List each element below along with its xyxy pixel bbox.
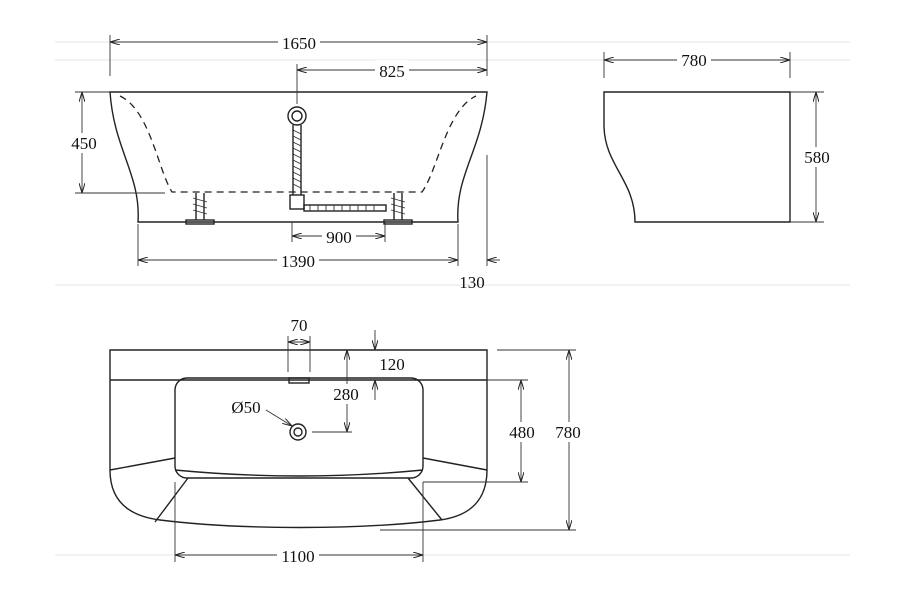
right-leg	[383, 193, 413, 225]
tub-outline-top	[109, 349, 488, 529]
dim-450: 450	[71, 134, 97, 153]
tub-outline-side	[603, 91, 791, 223]
tub-outline-front	[109, 91, 488, 223]
dim-drain-diameter: Ø50	[231, 398, 260, 417]
dim-130: 130	[459, 273, 485, 292]
background-guides	[55, 41, 850, 556]
dim-1650: 1650	[282, 34, 316, 53]
dim-120: 120	[379, 355, 405, 374]
left-leg	[185, 193, 215, 225]
front-view: 1650 825 450 900 1390 130	[66, 32, 500, 292]
drain	[289, 423, 307, 441]
side-view: 780 580	[603, 50, 834, 223]
dim-780-side: 780	[681, 51, 707, 70]
drain-pipe	[303, 204, 387, 212]
dim-280: 280	[333, 385, 359, 404]
dim-580: 580	[804, 148, 830, 167]
dim-480: 480	[509, 423, 535, 442]
dim-1390: 1390	[281, 252, 315, 271]
dim-780-top: 780	[555, 423, 581, 442]
faucet-overflow	[287, 106, 307, 210]
overflow	[288, 377, 310, 384]
dim-70: 70	[291, 316, 308, 335]
top-view: 70 120 280 Ø50 480 780 1100	[109, 316, 586, 566]
dim-900: 900	[326, 228, 352, 247]
dim-825: 825	[379, 62, 405, 81]
dim-1100: 1100	[281, 547, 314, 566]
